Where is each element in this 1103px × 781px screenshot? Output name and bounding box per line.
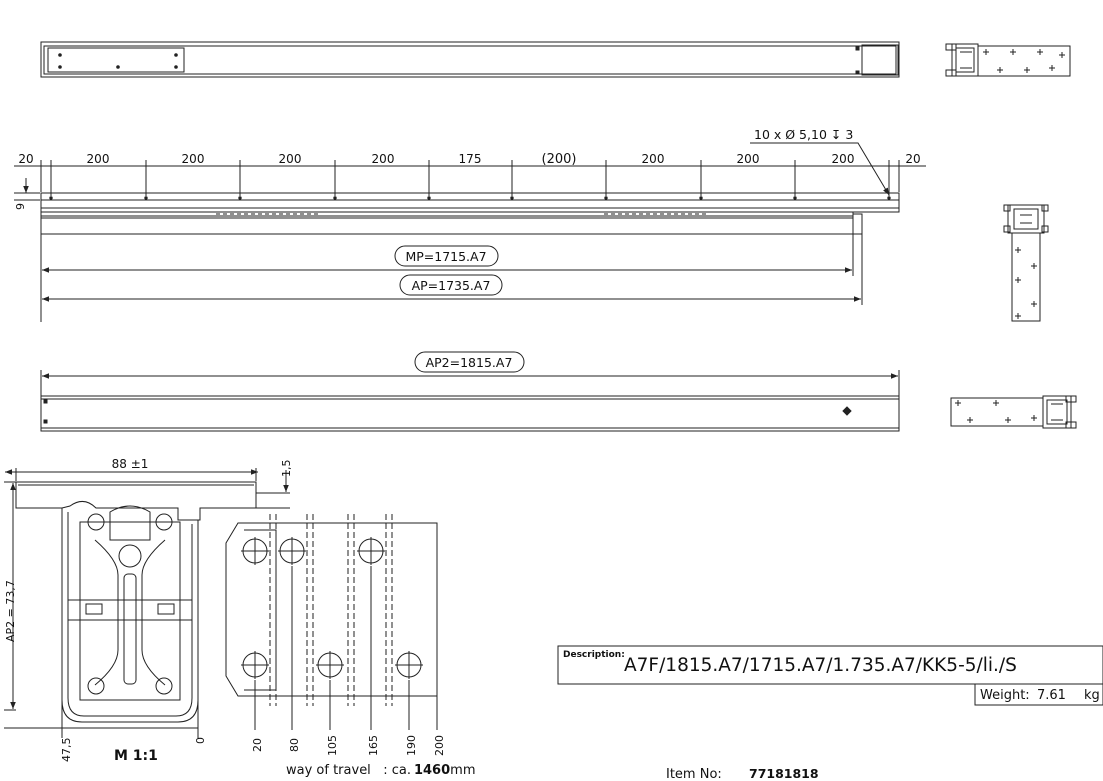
description-label: Description: xyxy=(563,650,625,660)
dim-pitch-3: 200 xyxy=(279,152,302,166)
note-leader xyxy=(750,142,890,196)
dim-pitch-8: 200 xyxy=(737,152,760,166)
travel-value: 1460 xyxy=(414,763,450,778)
section-height: AP2 = 73,7 xyxy=(4,580,17,642)
dim-pitch-1: 200 xyxy=(87,152,110,166)
tick-190: 190 xyxy=(405,735,418,756)
ap2-label: AP2=1815.A7 xyxy=(426,355,513,370)
pitch-dimensions: 20 200 200 200 200 175 (200) 200 200 200… xyxy=(18,152,920,167)
section-left-dim: 47,5 xyxy=(60,738,73,763)
section-width: 88 ±1 xyxy=(112,457,149,471)
bottom-view xyxy=(40,351,900,432)
weight-label: Weight: xyxy=(980,688,1030,703)
travel-prefix: way of travel : ca. xyxy=(286,763,411,778)
end-view-middle xyxy=(1003,204,1049,322)
travel-unit: mm xyxy=(450,763,475,778)
holes-note: 10 x Ø 5,10 ↧ 3 xyxy=(754,127,853,142)
tick-200: 200 xyxy=(433,735,446,756)
weight-unit: kg xyxy=(1084,688,1100,703)
side-view xyxy=(14,160,926,322)
dim-pitch-9: 200 xyxy=(832,152,855,166)
height-dimension xyxy=(14,178,40,201)
hole-pattern-plate xyxy=(197,514,438,730)
dim-pitch-5: 175 xyxy=(459,152,482,166)
dim-left-edge: 20 xyxy=(18,152,33,166)
section-gap: 1,5 xyxy=(280,460,293,478)
scale-label: M 1:1 xyxy=(114,748,158,764)
travel-line: way of travel : ca.1460mm xyxy=(286,763,475,778)
tick-105: 105 xyxy=(326,735,339,756)
tick-165: 165 xyxy=(367,735,380,756)
item-number: 77181818 xyxy=(749,766,819,781)
tick-80: 80 xyxy=(288,738,301,752)
dim-right-edge: 20 xyxy=(905,152,920,166)
dim-pitch-4: 200 xyxy=(372,152,395,166)
item-label: Item No: xyxy=(666,767,722,781)
ap-label: AP=1735.A7 xyxy=(412,278,491,293)
dim-pitch-7: 200 xyxy=(642,152,665,166)
section-dimensions xyxy=(4,468,290,738)
end-view-top xyxy=(945,43,1071,77)
title-block xyxy=(557,645,1103,706)
dim-pitch-2: 200 xyxy=(182,152,205,166)
end-view-bottom xyxy=(950,395,1077,429)
top-view xyxy=(40,41,900,78)
pattern-ticks: 0 20 80 105 165 190 200 xyxy=(194,735,446,756)
tick-20: 20 xyxy=(251,738,264,752)
plate-holes xyxy=(241,537,423,679)
tick-0: 0 xyxy=(194,737,207,744)
dim-side-height: 9 xyxy=(14,203,27,210)
weight-value: 7.61 xyxy=(1037,688,1066,703)
hole-markers xyxy=(49,196,891,200)
dim-pitch-6: (200) xyxy=(542,152,577,167)
mp-label: MP=1715.A7 xyxy=(405,249,486,264)
cross-section xyxy=(15,481,257,723)
length-dimensions xyxy=(42,234,863,305)
description-value: A7F/1815.A7/1715.A7/1.735.A7/KK5-5/li./S xyxy=(624,655,1017,676)
